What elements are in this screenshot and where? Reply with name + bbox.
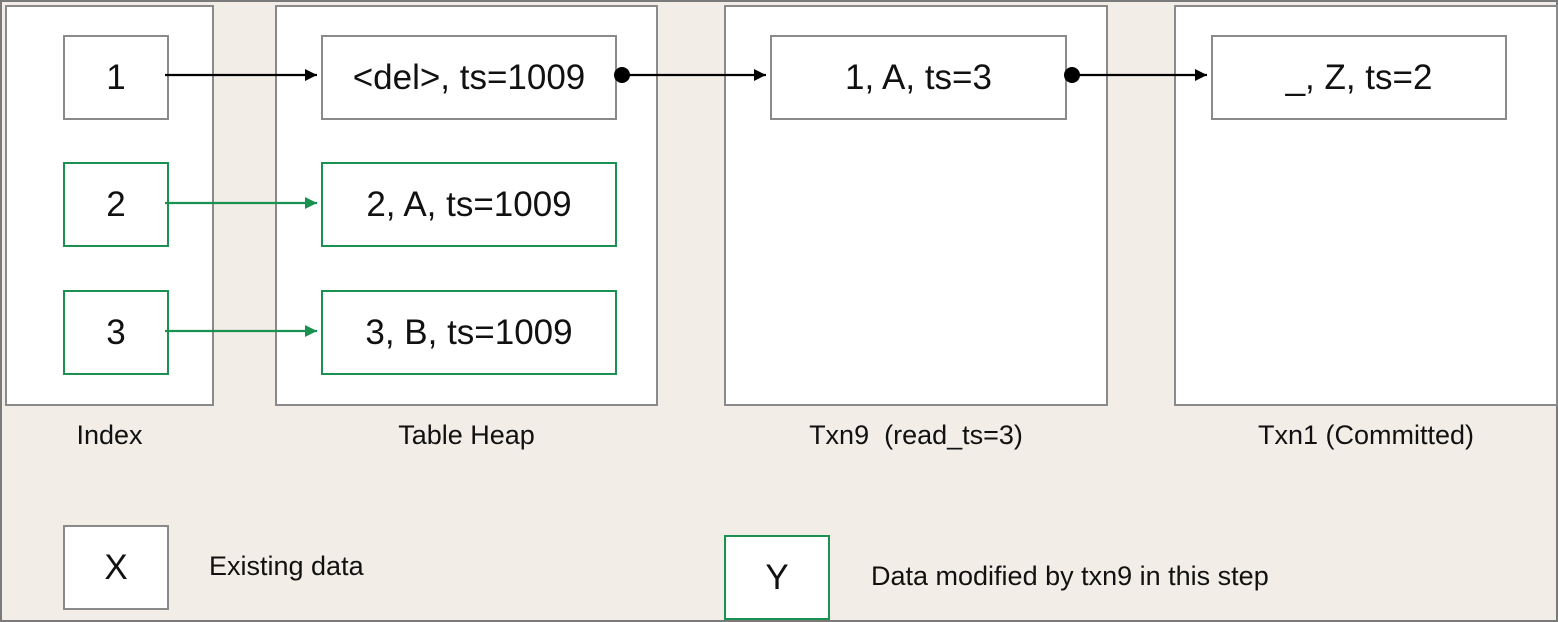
arrow-heap1-to-txn9-undo bbox=[614, 67, 766, 83]
legend-existing-text: Existing data bbox=[209, 551, 364, 581]
legend-modified-swatch: Y bbox=[724, 535, 830, 620]
index-entry-3: 3 bbox=[63, 290, 169, 375]
index-label: Index bbox=[76, 420, 143, 450]
txn1-label: Txn1 (Committed) bbox=[1257, 420, 1475, 450]
index-entry-1: 1 bbox=[63, 35, 169, 120]
txn1-undo-log: _, Z, ts=2 bbox=[1211, 35, 1507, 120]
arrow-txn9-undo-to-txn1-undo bbox=[1064, 67, 1207, 83]
index-entry-2: 2 bbox=[63, 162, 169, 247]
txn9-undo-log: 1, A, ts=3 bbox=[770, 35, 1067, 120]
legend-existing-swatch: X bbox=[63, 525, 169, 610]
legend-modified-text: Data modified by txn9 in this step bbox=[871, 561, 1269, 591]
txn9-label: Txn9 (read_ts=3) bbox=[809, 420, 1023, 450]
table-heap-label: Table Heap bbox=[398, 420, 535, 450]
heap-tuple-3: 3, B, ts=1009 bbox=[321, 290, 617, 375]
heap-tuple-2: 2, A, ts=1009 bbox=[321, 162, 617, 247]
